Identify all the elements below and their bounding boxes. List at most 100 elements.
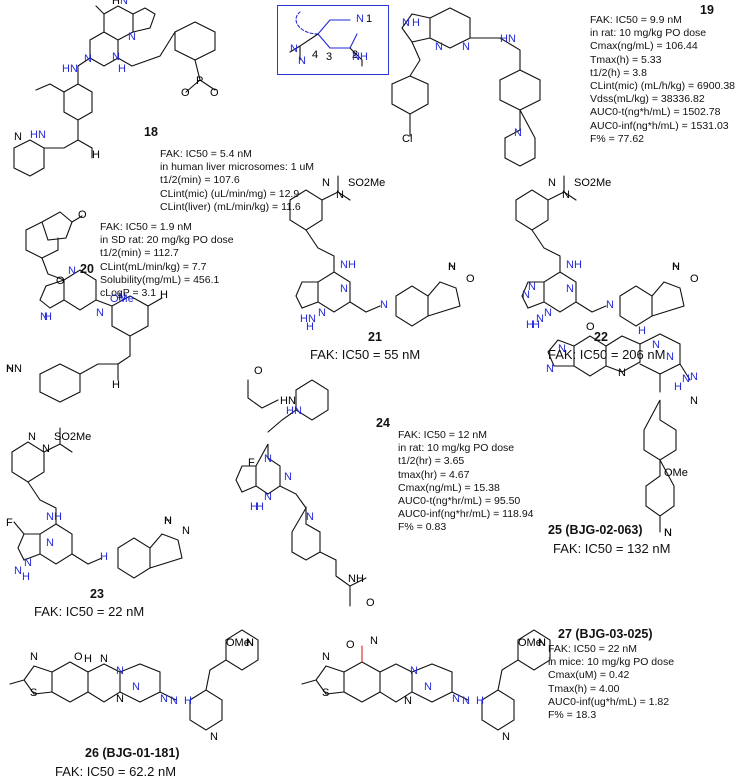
atom-label: H bbox=[160, 289, 168, 301]
atom-label: N bbox=[652, 339, 660, 351]
annotation-line: AUC0-t(ng*h/mL) = 1502.78 bbox=[590, 106, 721, 119]
atom-label: N bbox=[284, 471, 292, 483]
annotation-line: CLint(mL/min/kg) = 7.7 bbox=[100, 260, 207, 273]
annotation-line: CLint(mic) (mL/h/kg) = 6900.38 bbox=[590, 80, 736, 93]
atom-label: N bbox=[116, 693, 124, 705]
atom-label: N bbox=[664, 527, 672, 539]
annotation-line: t1/2(min) = 112.7 bbox=[100, 247, 179, 260]
atom-label: N bbox=[132, 681, 140, 693]
annotation-line: FAK: IC50 = 22 nM bbox=[548, 643, 638, 655]
atom-label: N bbox=[410, 665, 418, 677]
atom-label: HN bbox=[500, 33, 516, 45]
atom-label: H bbox=[100, 551, 108, 563]
atom-label: O bbox=[181, 87, 190, 99]
atom-label: N bbox=[14, 565, 22, 577]
atom-label: H bbox=[92, 149, 100, 161]
atom-label: H bbox=[638, 325, 646, 337]
atom-label: N bbox=[522, 289, 530, 301]
atom-label: HN bbox=[30, 129, 46, 141]
annotation-line: Tmax(h) = 5.33 bbox=[590, 53, 662, 66]
atom-label: N bbox=[690, 395, 698, 407]
atom-label: N bbox=[164, 515, 172, 527]
activity-26: FAK: IC50 = 62.2 nM bbox=[55, 764, 177, 779]
atom-label: 2 bbox=[352, 49, 358, 61]
atom-label: H bbox=[22, 571, 30, 583]
annotation-line: AUC0-inf(ng*h/mL) = 1531.03 bbox=[590, 119, 729, 132]
atom-label: N bbox=[672, 261, 680, 273]
annotation-line: tmax(hr) = 4.67 bbox=[398, 468, 470, 481]
structure-23 bbox=[11, 427, 183, 579]
annotation-line: CLint(mic) (uL/min/mg) = 12.9 bbox=[160, 187, 300, 200]
atom-label: N bbox=[690, 371, 698, 383]
annotation-line: F% = 77.62 bbox=[590, 132, 644, 145]
atom-label: HN bbox=[6, 363, 22, 375]
atom-label: H bbox=[118, 63, 126, 75]
atom-label: 3 bbox=[326, 51, 332, 63]
atom-label: N bbox=[42, 443, 50, 455]
atom-label: N bbox=[246, 637, 254, 649]
atom-label: P bbox=[196, 75, 203, 87]
atom-label: N bbox=[322, 177, 330, 189]
atom-label: N bbox=[264, 491, 272, 503]
annotation-line: in human liver microsomes: 1 uM bbox=[160, 161, 315, 174]
atom-label: NH bbox=[348, 573, 364, 585]
atom-label: HN bbox=[280, 395, 296, 407]
atom-label: N bbox=[664, 527, 672, 539]
atom-label: N bbox=[298, 55, 306, 67]
atom-label: N bbox=[502, 731, 510, 743]
annotation-line: t1/2(hr) = 3.65 bbox=[398, 455, 465, 468]
atom-label: N bbox=[528, 281, 536, 293]
atom-label: N bbox=[538, 637, 546, 649]
atom-label: N bbox=[68, 265, 76, 277]
atom-label: 1 bbox=[366, 13, 372, 25]
atom-label: N bbox=[14, 131, 22, 143]
atom-label: H bbox=[412, 17, 420, 29]
atom-label: NH bbox=[352, 51, 368, 63]
annotation-line: FAK: IC50 = 5.4 nM bbox=[160, 148, 252, 160]
atom-label: N bbox=[290, 43, 298, 55]
atom-label: N bbox=[6, 363, 14, 375]
atom-label: OMe bbox=[664, 467, 688, 479]
atom-label: SO2Me bbox=[574, 177, 611, 189]
atom-label: O bbox=[74, 651, 83, 663]
annotation-line: AUC0-t(ng*hr/mL) = 95.50 bbox=[398, 495, 521, 508]
atom-label: N bbox=[566, 283, 574, 295]
atom-label: O bbox=[56, 275, 65, 287]
atom-label: N bbox=[666, 351, 674, 363]
atom-label: N bbox=[435, 41, 443, 53]
atom-label: O bbox=[210, 87, 219, 99]
atom-label: N bbox=[118, 291, 126, 303]
compound-id-22: 22 bbox=[594, 330, 608, 344]
compound-id-26: 26 (BJG-01-181) bbox=[85, 746, 180, 760]
atom-label: H bbox=[112, 379, 120, 391]
atom-label: H bbox=[250, 501, 258, 513]
atom-label: N bbox=[322, 651, 330, 663]
atom-label: O bbox=[466, 273, 475, 285]
atom-label: N bbox=[448, 261, 456, 273]
structure-19 bbox=[391, 7, 541, 167]
annotation-line: Cmax(ng/mL) = 106.44 bbox=[590, 40, 698, 53]
atom-label: NH bbox=[566, 259, 582, 271]
structure-18 bbox=[13, 5, 216, 177]
atom-label: N bbox=[544, 307, 552, 319]
atom-label: O bbox=[346, 639, 355, 651]
annotation-line: F% = 0.83 bbox=[398, 521, 447, 534]
structure-22 bbox=[515, 175, 685, 327]
atom-label: N bbox=[24, 557, 32, 569]
activity-25: FAK: IC50 = 132 nM bbox=[553, 541, 671, 556]
annotation-line: t1/2(h) = 3.8 bbox=[590, 66, 647, 79]
annotation-line: F% = 18.3 bbox=[548, 709, 597, 722]
atom-label: N bbox=[246, 637, 254, 649]
atom-label: N bbox=[356, 13, 364, 25]
structure-21 bbox=[289, 175, 461, 327]
annotation-line: Cmax(uM) = 0.42 bbox=[548, 669, 630, 682]
atom-label: OMe bbox=[110, 293, 134, 305]
annotation-line: in mice: 10 mg/kg PO dose bbox=[548, 656, 675, 669]
